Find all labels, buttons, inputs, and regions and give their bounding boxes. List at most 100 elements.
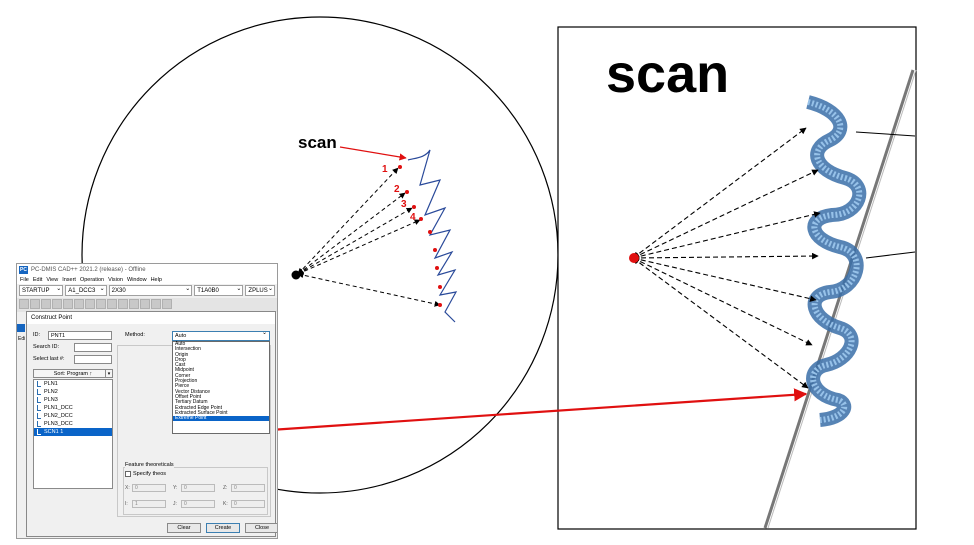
specify-theos-checkbox[interactable]	[125, 471, 131, 477]
select-last-input[interactable]	[74, 355, 112, 364]
extreme-point-pointer	[269, 388, 808, 432]
window-title: PC-DMIS CAD++ 2021.2 (release) - Offline	[31, 266, 146, 273]
method-option[interactable]: Projection	[175, 378, 198, 385]
theo-i-input[interactable]: 1	[132, 500, 166, 508]
scan-label-small: scan	[298, 133, 337, 152]
method-option-extreme-point[interactable]: Extreme Point	[173, 415, 269, 422]
sort-dropdown-icon[interactable]: ▾	[105, 369, 113, 378]
theo-y-label: Y:	[173, 485, 178, 491]
theo-x-input[interactable]: 0	[132, 484, 166, 492]
toolbar-icon[interactable]	[85, 299, 95, 309]
plane-icon	[37, 413, 41, 419]
theo-i-label: I:	[125, 501, 128, 507]
menu-operation[interactable]: Operation	[79, 276, 105, 283]
create-button[interactable]: Create	[206, 523, 240, 533]
toolbar-icon[interactable]	[63, 299, 73, 309]
close-button[interactable]: Close	[245, 523, 277, 533]
method-label: Method:	[125, 332, 145, 338]
plane-icon	[37, 405, 41, 411]
combo-workplane[interactable]: ZPLUS	[245, 284, 275, 296]
toolbar-icon[interactable]	[96, 299, 106, 309]
theo-k-input[interactable]: 0	[231, 500, 265, 508]
scan-label-big: scan	[606, 44, 729, 104]
method-option[interactable]: Cast	[175, 362, 186, 369]
method-option[interactable]: Pierce	[175, 383, 190, 390]
method-option[interactable]: Midpoint	[175, 367, 194, 374]
edit-window-tab[interactable]	[17, 324, 25, 332]
sort-button[interactable]: Sort: Program ↑	[33, 369, 113, 378]
center-point	[291, 270, 301, 280]
menu-file[interactable]: File	[20, 276, 29, 283]
theo-k-label: K:	[223, 501, 228, 507]
feature-item-pln2-dcc[interactable]: PLN2_DCC	[34, 412, 112, 420]
method-option[interactable]: Extracted Edge Point	[175, 404, 222, 411]
menu-bar: File Edit View Insert Operation Vision W…	[17, 275, 277, 284]
method-select[interactable]: Auto	[172, 329, 270, 341]
feature-item-pln1-dcc[interactable]: PLN1_DCC	[34, 404, 112, 412]
dialog-title: Construct Point	[27, 312, 275, 324]
menu-vision[interactable]: Vision	[108, 276, 123, 283]
window-titlebar: PC PC-DMIS CAD++ 2021.2 (release) - Offl…	[17, 264, 277, 275]
small-scan-schematic	[291, 146, 458, 323]
theo-y-input[interactable]: 0	[181, 484, 215, 492]
combo-probe[interactable]: A1_DCC3	[65, 284, 107, 296]
menu-window[interactable]: Window	[127, 276, 147, 283]
plane-icon	[37, 381, 41, 387]
combo-tip[interactable]: 2X30	[108, 284, 193, 296]
method-option[interactable]: Origin	[175, 351, 189, 358]
toolbar-icon[interactable]	[151, 299, 161, 309]
toolbar-icon[interactable]	[118, 299, 128, 309]
method-option[interactable]: Tertiary Datum	[175, 399, 208, 406]
combo-angle[interactable]: T1A0B0	[194, 284, 244, 296]
scan-icon	[37, 429, 41, 435]
menu-insert[interactable]: Insert	[62, 276, 76, 283]
clear-button[interactable]: Clear	[167, 523, 201, 533]
plane-icon	[37, 397, 41, 403]
feature-item-scn1[interactable]: SCN1 1	[34, 428, 112, 436]
theo-z-input[interactable]: 0	[231, 484, 265, 492]
toolbar-icon[interactable]	[140, 299, 150, 309]
point-number-2: 2	[394, 184, 400, 195]
method-option[interactable]: Intersection	[175, 346, 201, 353]
method-option[interactable]: Offset Point	[175, 393, 202, 400]
toolbar-icon[interactable]	[74, 299, 84, 309]
method-option[interactable]: Vector Distance	[175, 388, 211, 395]
method-option[interactable]: Extracted Surface Point	[175, 409, 228, 416]
method-option[interactable]: Corner	[175, 372, 191, 379]
theo-j-input[interactable]: 0	[181, 500, 215, 508]
menu-help[interactable]: Help	[150, 276, 162, 283]
point-number-1: 1	[382, 164, 388, 175]
feature-item-pln3[interactable]: PLN3	[34, 396, 112, 404]
id-input[interactable]: PNT1	[48, 331, 112, 340]
method-dropdown-list: Auto Intersection Origin Drop Cast Midpo…	[172, 341, 270, 434]
plane-icon	[37, 421, 41, 427]
feature-item-pln3-dcc[interactable]: PLN3_DCC	[34, 420, 112, 428]
toolbar-icon[interactable]	[107, 299, 117, 309]
feature-theoreticals-group	[123, 467, 268, 515]
menu-view[interactable]: View	[46, 276, 59, 283]
theo-z-label: Z:	[223, 485, 228, 491]
toolbar-icon[interactable]	[162, 299, 172, 309]
menu-edit[interactable]: Edit	[32, 276, 43, 283]
toolbar-icon[interactable]	[30, 299, 40, 309]
edit-window-label: Edi	[18, 336, 26, 342]
theo-x-label: X:	[125, 485, 130, 491]
method-option[interactable]: Auto	[175, 341, 186, 347]
method-option[interactable]: Drop	[175, 356, 186, 363]
theos-title: Feature theoreticals	[125, 462, 174, 468]
theo-j-label: J:	[173, 501, 177, 507]
toolbar-icon[interactable]	[52, 299, 62, 309]
toolbar-icon[interactable]	[41, 299, 51, 309]
combo-startup[interactable]: STARTUP	[19, 284, 64, 296]
feature-item-pln1[interactable]: PLN1	[34, 380, 112, 388]
toolbar-icon[interactable]	[129, 299, 139, 309]
select-last-label: Select last #:	[33, 356, 65, 362]
construct-point-dialog: Construct Point ID: PNT1 Search ID: Sele…	[26, 311, 277, 537]
pcdmis-window: PC PC-DMIS CAD++ 2021.2 (release) - Offl…	[16, 263, 278, 539]
point-number-4: 4	[410, 212, 416, 223]
search-id-label: Search ID:	[33, 344, 59, 350]
specify-theos-label: Specify theos	[133, 471, 167, 477]
search-id-input[interactable]	[74, 343, 112, 352]
feature-item-pln2[interactable]: PLN2	[34, 388, 112, 396]
toolbar-icon[interactable]	[19, 299, 29, 309]
